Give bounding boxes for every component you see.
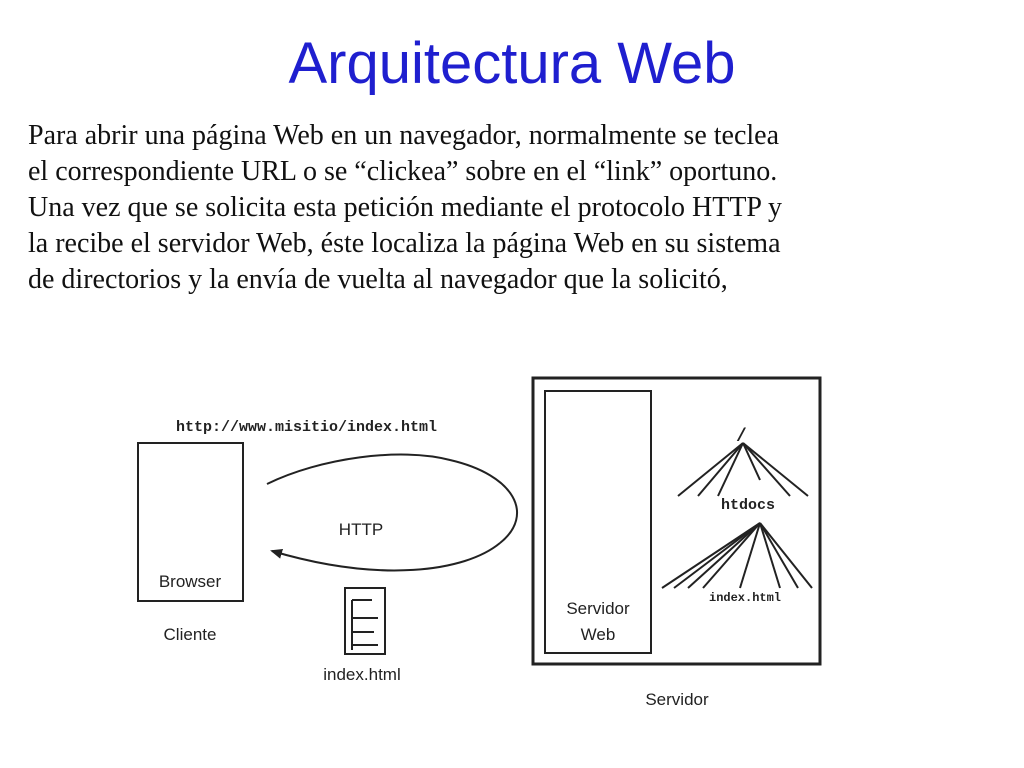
http-label: HTTP (339, 520, 383, 539)
url-label: http://www.misitio/index.html (176, 419, 437, 436)
client-label: Cliente (164, 625, 217, 644)
browser-window (137, 442, 244, 602)
paragraph-line: la recibe el servidor Web, éste localiza… (28, 228, 781, 259)
paragraph-line: el correspondiente URL o se “clickea” so… (28, 156, 778, 187)
browser-label: Browser (159, 572, 222, 591)
http-request-line (266, 453, 518, 544)
web-server-box (544, 390, 652, 654)
paragraph-line: Una vez que se solicita esta petición me… (28, 192, 782, 223)
document-icon (344, 587, 386, 655)
web-server-label-line1: Servidor (566, 599, 630, 618)
tree-folder-label: htdocs (721, 497, 775, 514)
file-label: index.html (323, 665, 400, 684)
paragraph-line: de directorios y la envía de vuelta al n… (28, 264, 728, 295)
tree-root-branches (677, 442, 809, 497)
http-response-arrow (270, 542, 501, 572)
slide-title: Arquitectura Web (288, 31, 736, 96)
web-server-label-line2: Web (581, 625, 616, 644)
tree-root-label: / (736, 427, 747, 447)
server-label: Servidor (645, 690, 709, 709)
body-paragraph: Para abrir una página Web en un navegado… (28, 118, 1018, 298)
paragraph-line: Para abrir una página Web en un navegado… (28, 120, 780, 151)
tree-htdocs-branches (661, 522, 813, 589)
tree-file-label: index.html (709, 591, 781, 605)
